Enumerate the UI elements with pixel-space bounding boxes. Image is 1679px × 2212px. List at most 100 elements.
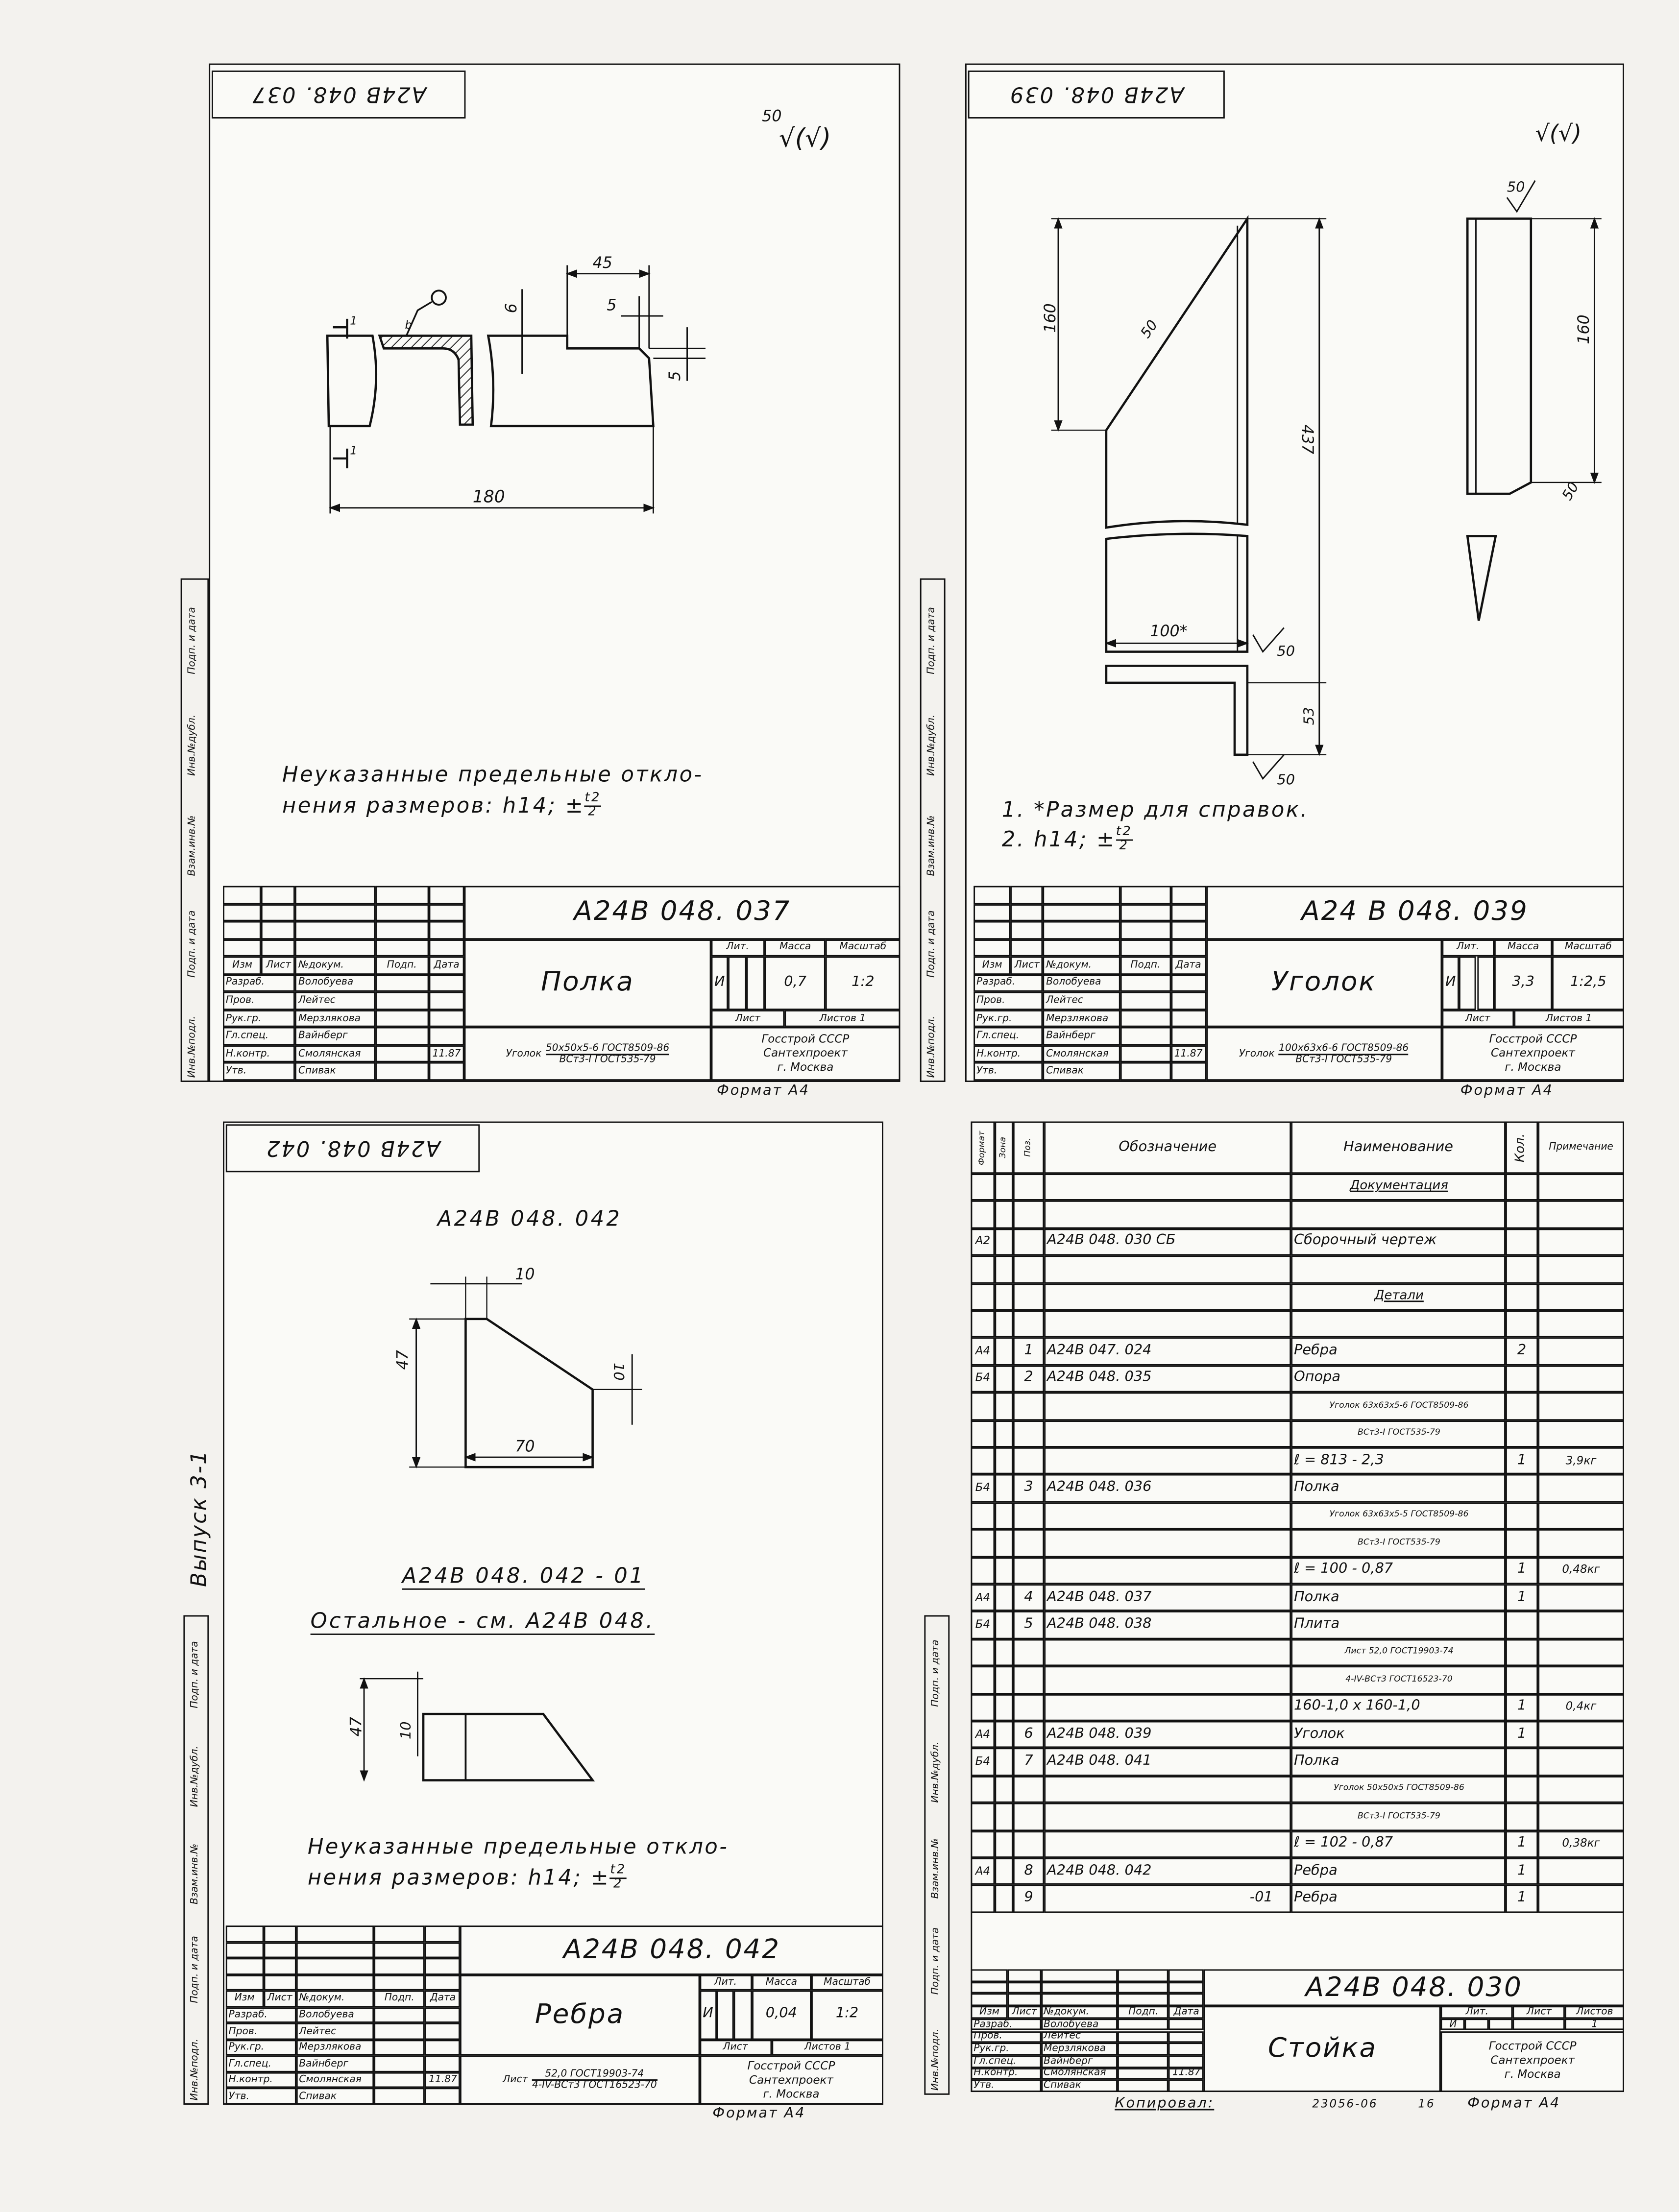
date-cell: 11.87 [425, 2072, 461, 2089]
name-cell: Спивак [295, 1062, 375, 1081]
grid-cell [428, 992, 465, 1010]
header-3: Подп. [1119, 957, 1171, 975]
cell-note: 3,9кг [1538, 1447, 1624, 1475]
role-label: Пров. [973, 992, 1044, 1010]
cell-qty: 1 [1505, 1557, 1538, 1585]
role-label: Утв. [973, 1062, 1044, 1081]
grid-cell [973, 886, 1011, 904]
cell-pos [1013, 1201, 1045, 1228]
mass-value: 3,3 [1494, 957, 1553, 1010]
cell-zone [995, 1776, 1013, 1803]
lit-header: Лит. [710, 939, 765, 957]
role-label: Н.контр. [973, 1045, 1044, 1063]
cell-name: Ребра [1291, 1857, 1506, 1885]
organization-line: Госстрой СССР [1489, 1033, 1577, 1046]
material-prefix: Лист [503, 2074, 528, 2086]
header-0: Изм [973, 957, 1011, 975]
cell-des: А24В 048. 038 [1044, 1611, 1291, 1639]
material-grade: 4-IV-ВСт3 ГОСТ16523-70 [532, 2079, 657, 2091]
right-piece [487, 335, 655, 428]
cell-zone [995, 1228, 1013, 1256]
cell-fmt [971, 1393, 995, 1420]
left-piece [326, 335, 378, 428]
grid-cell [295, 921, 375, 939]
format-label: Формат А4 [712, 2106, 806, 2122]
grid-cell [1119, 939, 1171, 957]
cell-des: А24В 048. 030 СБ [1044, 1228, 1291, 1256]
grid-cell [1011, 939, 1044, 957]
grid-cell [1119, 921, 1171, 939]
dim-160-right: 160 [1575, 314, 1593, 344]
grid-cell [263, 1942, 296, 1958]
signature-cell [375, 1010, 429, 1028]
name-cell: Смолянская [1043, 1045, 1120, 1063]
scale-value: 1:2,5 [1552, 957, 1624, 1010]
grid-cell [1169, 2030, 1204, 2043]
header-3: Подп. [373, 1991, 426, 2007]
cell-pos: 7 [1013, 1748, 1045, 1776]
grid-cell [971, 1981, 1008, 1994]
document-name: Полка [464, 939, 711, 1028]
grid-cell [373, 1942, 426, 1958]
name-cell: Вайнберг [1043, 1027, 1120, 1045]
role-label: Гл.спец. [971, 2055, 1041, 2068]
cell-zone [995, 1830, 1013, 1858]
cell-qty [1505, 1201, 1538, 1228]
mass-value: 0,7 [764, 957, 826, 1010]
sheet-header: Лист [1513, 2006, 1565, 2019]
role-label: Н.контр. [225, 2072, 296, 2089]
grid-cell [428, 1010, 465, 1028]
cell-name [1291, 1255, 1506, 1283]
cell-fmt: Б4 [971, 1365, 995, 1393]
grid-cell [1011, 886, 1044, 904]
cell-des: А24В 048. 041 [1044, 1748, 1291, 1776]
grid-cell [425, 2088, 461, 2105]
grid-cell [1171, 886, 1206, 904]
cell-des [1044, 1830, 1291, 1858]
cell-name: Ребра [1291, 1885, 1506, 1913]
roughness-angle-bottom: 50 [1277, 771, 1295, 788]
name-cell: Спивак [1041, 2079, 1118, 2092]
lit-cell [729, 957, 747, 1010]
note-text: нения размеров: h14; ± [282, 793, 585, 818]
cell-qty [1505, 1611, 1538, 1639]
name-cell: Смолянская [1041, 2067, 1118, 2080]
grid-cell [295, 886, 375, 904]
grid-cell [1171, 921, 1206, 939]
cell-note: 0,4кг [1538, 1693, 1624, 1721]
dim-160-left: 160 [1042, 303, 1059, 333]
date-cell: 11.87 [1169, 2067, 1204, 2080]
fraction-numerator: t2 [584, 792, 601, 807]
role-label: Гл.спец. [223, 1027, 296, 1045]
grid-cell [1041, 1981, 1118, 1994]
cell-des [1044, 1803, 1291, 1831]
cell-zone [995, 1338, 1013, 1366]
signature-cell [373, 2072, 426, 2089]
grid-cell [428, 903, 465, 921]
dim-53: 53 [1300, 707, 1317, 725]
roughness-value: 50 [762, 108, 781, 125]
grid-cell [225, 1958, 264, 1974]
lit-header: Лит. [1441, 2006, 1513, 2019]
cell-fmt [971, 1776, 995, 1803]
cell-pos [1013, 1502, 1045, 1530]
grid-cell [296, 1958, 374, 1974]
cell-fmt [971, 1419, 995, 1447]
dim-180: 180 [473, 487, 505, 506]
grid-cell [1043, 921, 1120, 939]
material-profile: 50x50x5-6 ГОСТ8509-86 [545, 1043, 670, 1055]
cell-note [1538, 1201, 1624, 1228]
lit-header: Лит. [699, 1974, 752, 1991]
grid-cell [1041, 1969, 1118, 1982]
role-label: Пров. [223, 992, 296, 1010]
cell-note: 0,38кг [1538, 1830, 1624, 1858]
grid-cell [261, 903, 296, 921]
name-cell: Лейтес [1043, 992, 1120, 1010]
grid-cell [428, 974, 465, 992]
cell-des: А24В 047. 024 [1044, 1338, 1291, 1366]
cell-pos: 2 [1013, 1365, 1045, 1393]
cell-pos [1013, 1228, 1045, 1256]
cell-name: Полка [1291, 1474, 1506, 1502]
